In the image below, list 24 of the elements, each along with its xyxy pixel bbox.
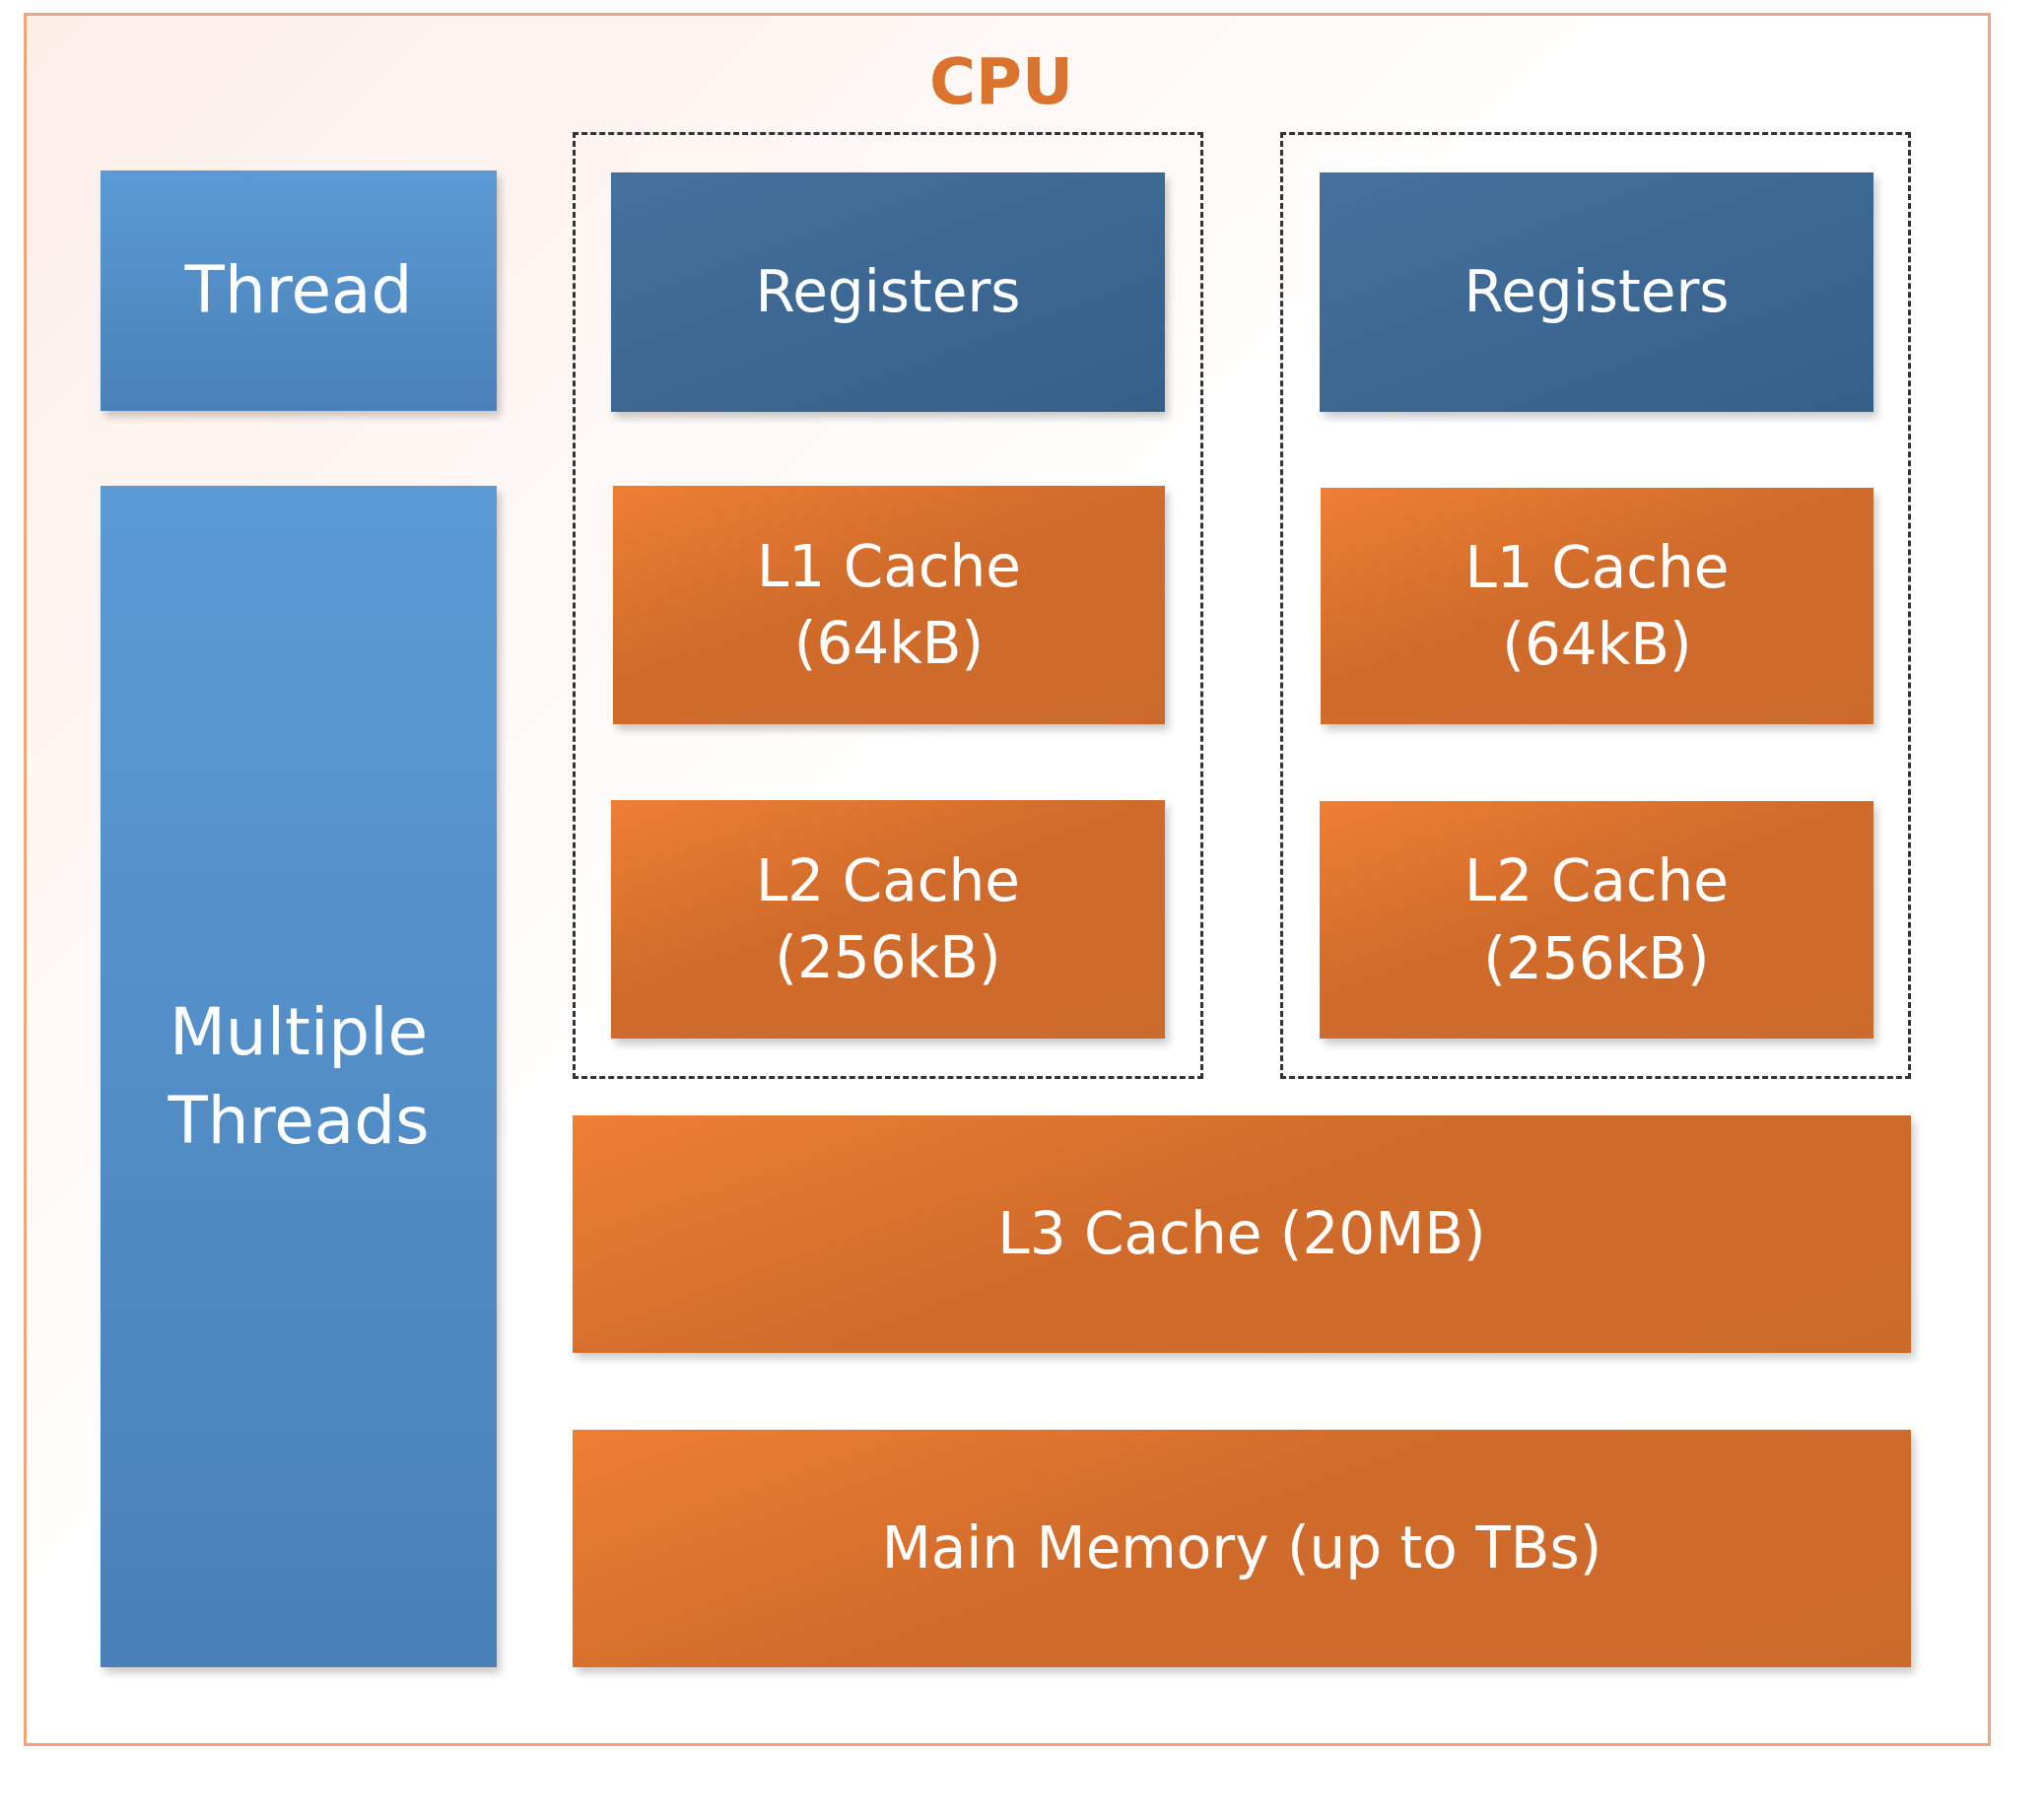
block-label: L1 Cache (64kB) [756, 531, 1022, 679]
block-label: L2 Cache (256kB) [1464, 846, 1730, 994]
panel-title: CPU [929, 45, 1073, 118]
block-label: Main Memory (up to TBs) [881, 1513, 1602, 1584]
thread-block [101, 170, 497, 411]
block-label: L1 Cache (64kB) [1464, 532, 1731, 680]
memory-block [1321, 488, 1874, 724]
register-block [1320, 172, 1874, 412]
block-label: Registers [755, 257, 1021, 328]
cpu-panel [24, 13, 1991, 1746]
block-label: L2 Cache (256kB) [755, 845, 1021, 993]
memory-block [613, 486, 1165, 724]
thread-block [101, 486, 497, 1667]
block-label: L3 Cache (20MB) [997, 1199, 1486, 1270]
block-label: Registers [1464, 257, 1730, 328]
block-label: Multiple Threads [167, 993, 431, 1161]
core-group-frame [1280, 132, 1911, 1079]
memory-block [611, 800, 1165, 1039]
memory-block [573, 1115, 1911, 1353]
block-label: Thread [184, 251, 413, 331]
memory-block [573, 1430, 1911, 1667]
core-group-frame [573, 132, 1203, 1079]
memory-block [1320, 801, 1874, 1039]
register-block [611, 172, 1165, 412]
